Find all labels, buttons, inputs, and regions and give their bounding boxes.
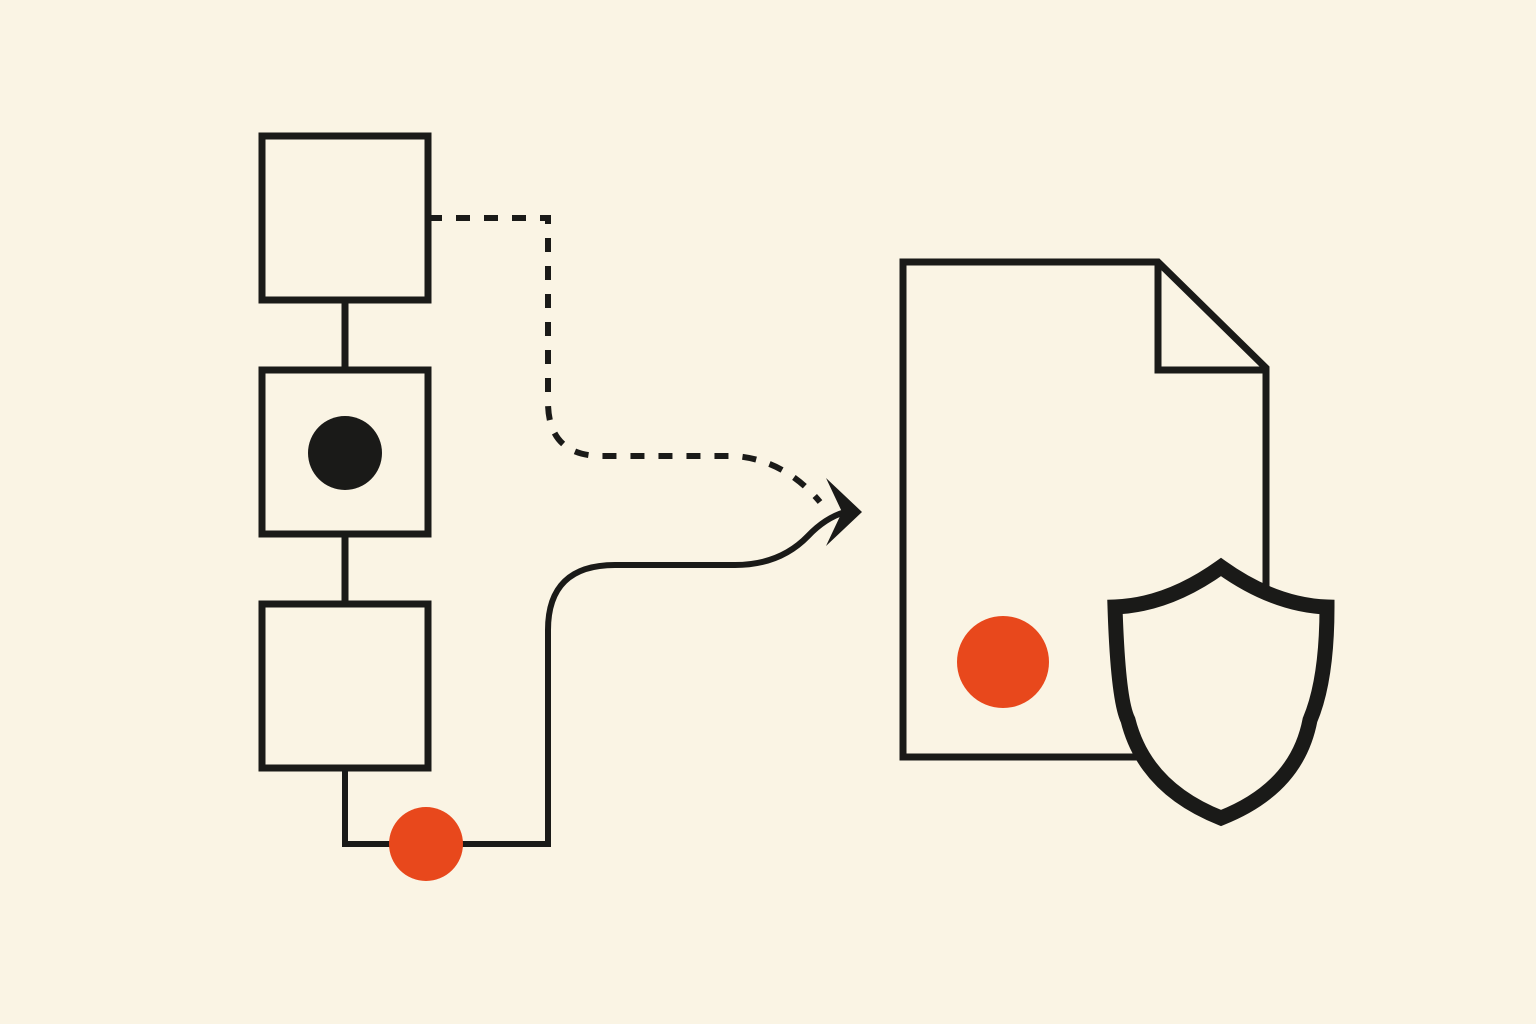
document-folded-corner [1154,262,1266,374]
document-icon [899,258,1270,761]
solid-connector [342,509,846,847]
document-orange-dot [957,616,1049,708]
dashed-connector [428,215,823,504]
middle-box-dot [308,416,382,490]
bottom-box [258,600,432,772]
shield-icon [1107,557,1335,827]
arrow-head-icon [826,478,862,546]
top-box [258,132,432,304]
connector-orange-dot [389,807,463,881]
document-outline [899,258,1270,761]
box-stack [258,132,432,772]
